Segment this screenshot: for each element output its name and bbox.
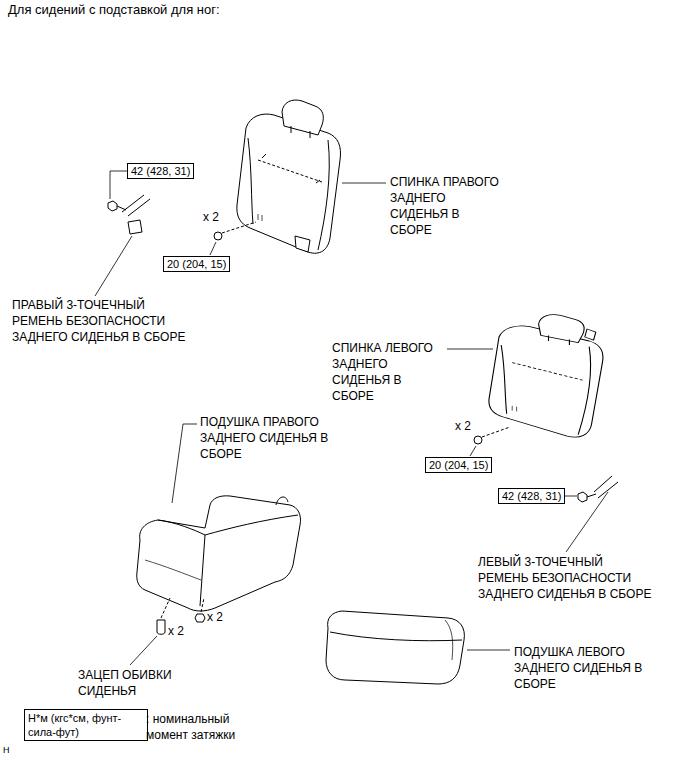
left-seat-cushion — [326, 611, 464, 684]
drawing-line — [482, 427, 510, 437]
drawing-line — [237, 114, 341, 253]
quantity-note: x 2 — [203, 209, 229, 225]
drawing-line — [447, 349, 493, 350]
drawing-line — [110, 171, 127, 199]
part-name: ЗАЦЕП ОБИВКИ СИДЕНЬЯ — [78, 667, 178, 699]
drawing-line — [512, 363, 582, 381]
legend-text: : номинальный момент затяжки — [146, 712, 235, 742]
part-name: ПОДУШКА ПРАВОГО ЗАДНЕГО СИДЕНЬЯ В СБОРЕ — [200, 414, 335, 462]
drawing-line — [326, 611, 464, 684]
drawing-line — [258, 214, 262, 221]
drawing-line — [145, 560, 201, 580]
drawing-line — [210, 242, 216, 255]
drawing-line — [585, 329, 596, 340]
legend-entry: : номинальный момент затяжки — [146, 711, 258, 743]
drawing-line — [489, 326, 603, 437]
right-seatback — [237, 100, 341, 253]
drawing-line — [158, 520, 205, 606]
drawing-line — [161, 598, 170, 618]
part-name: СПИНКА ПРАВОГО ЗАДНЕГО СИДЕНЬЯ В СБОРЕ — [390, 174, 504, 238]
torque-value: Н*м (кгс*см, фунт-сила-фут) — [28, 711, 144, 739]
drawing-line — [137, 496, 301, 611]
part-name: ЛЕВЫЙ 3-ТОЧЕЧНЫЙ РЕМЕНЬ БЕЗОПАСНОСТИ ЗАД… — [478, 554, 653, 602]
drawing-line — [566, 492, 608, 552]
torque-box: 20 (204, 15) — [425, 457, 492, 473]
drawing-line — [330, 632, 462, 641]
drawing-line — [282, 100, 323, 135]
drawing-line — [318, 140, 329, 250]
drawing-line — [195, 614, 205, 622]
quantity-note: x 2 — [168, 623, 194, 639]
torque-box: 20 (204, 15) — [163, 256, 230, 272]
drawing-line — [157, 620, 165, 634]
drawing-line — [474, 436, 482, 444]
drawing-line — [108, 201, 117, 211]
torque-box: 42 (428, 31) — [127, 163, 194, 179]
drawing-line — [578, 492, 587, 502]
drawing-line — [276, 497, 288, 505]
right-seat-cushion — [137, 496, 301, 611]
torque-box: 42 (428, 31) — [498, 488, 565, 504]
drawing-line — [122, 195, 150, 216]
drawing-line — [172, 424, 197, 503]
torque-value: 20 (204, 15) — [167, 257, 226, 271]
torque-value: 42 (428, 31) — [502, 489, 561, 503]
drawing-line — [222, 222, 256, 233]
part-name: СПИНКА ЛЕВОГО ЗАДНЕГО СИДЕНЬЯ В СБОРЕ — [332, 340, 438, 404]
legend-sample-box: Н*м (кгс*см, фунт-сила-фут) — [24, 709, 148, 741]
drawing-line — [467, 650, 510, 651]
drawing-line — [445, 620, 453, 660]
drawing-line — [470, 446, 476, 456]
part-name: ПРАВЫЙ 3-ТОЧЕЧНЫЙ РЕМЕНЬ БЕЗОПАСНОСТИ ЗА… — [12, 297, 187, 345]
torque-value: 20 (204, 15) — [429, 458, 488, 472]
drawing-line — [248, 138, 253, 224]
drawing-line — [205, 515, 298, 535]
drawing-line — [258, 160, 322, 182]
drawing-line — [130, 636, 157, 665]
left-seatback — [489, 315, 603, 438]
drawing-line — [501, 345, 507, 414]
torque-value: 42 (428, 31) — [131, 164, 190, 178]
drawing-line — [291, 126, 310, 138]
part-name: ПОДУШКА ЛЕВОГО ЗАДНЕГО СИДЕНЬЯ В СБОРЕ — [514, 644, 649, 692]
quantity-note: x 2 — [455, 418, 481, 434]
drawing-line — [549, 335, 570, 345]
drawing-line — [128, 220, 142, 234]
drawing-line — [295, 236, 310, 252]
quantity-note: x 2 — [207, 609, 233, 625]
diagram-title: Для сидений с подставкой для ног: — [8, 2, 220, 18]
drawing-line — [539, 315, 584, 343]
drawing-line — [342, 183, 386, 184]
drawing-line — [578, 347, 590, 435]
drawing-line — [512, 406, 516, 412]
drawing-line — [95, 236, 132, 296]
drawing-line — [201, 598, 204, 612]
drawing-line — [214, 232, 222, 240]
drawing-line — [262, 154, 320, 183]
quantity-note: H — [3, 742, 15, 757]
drawing-line — [587, 494, 596, 497]
